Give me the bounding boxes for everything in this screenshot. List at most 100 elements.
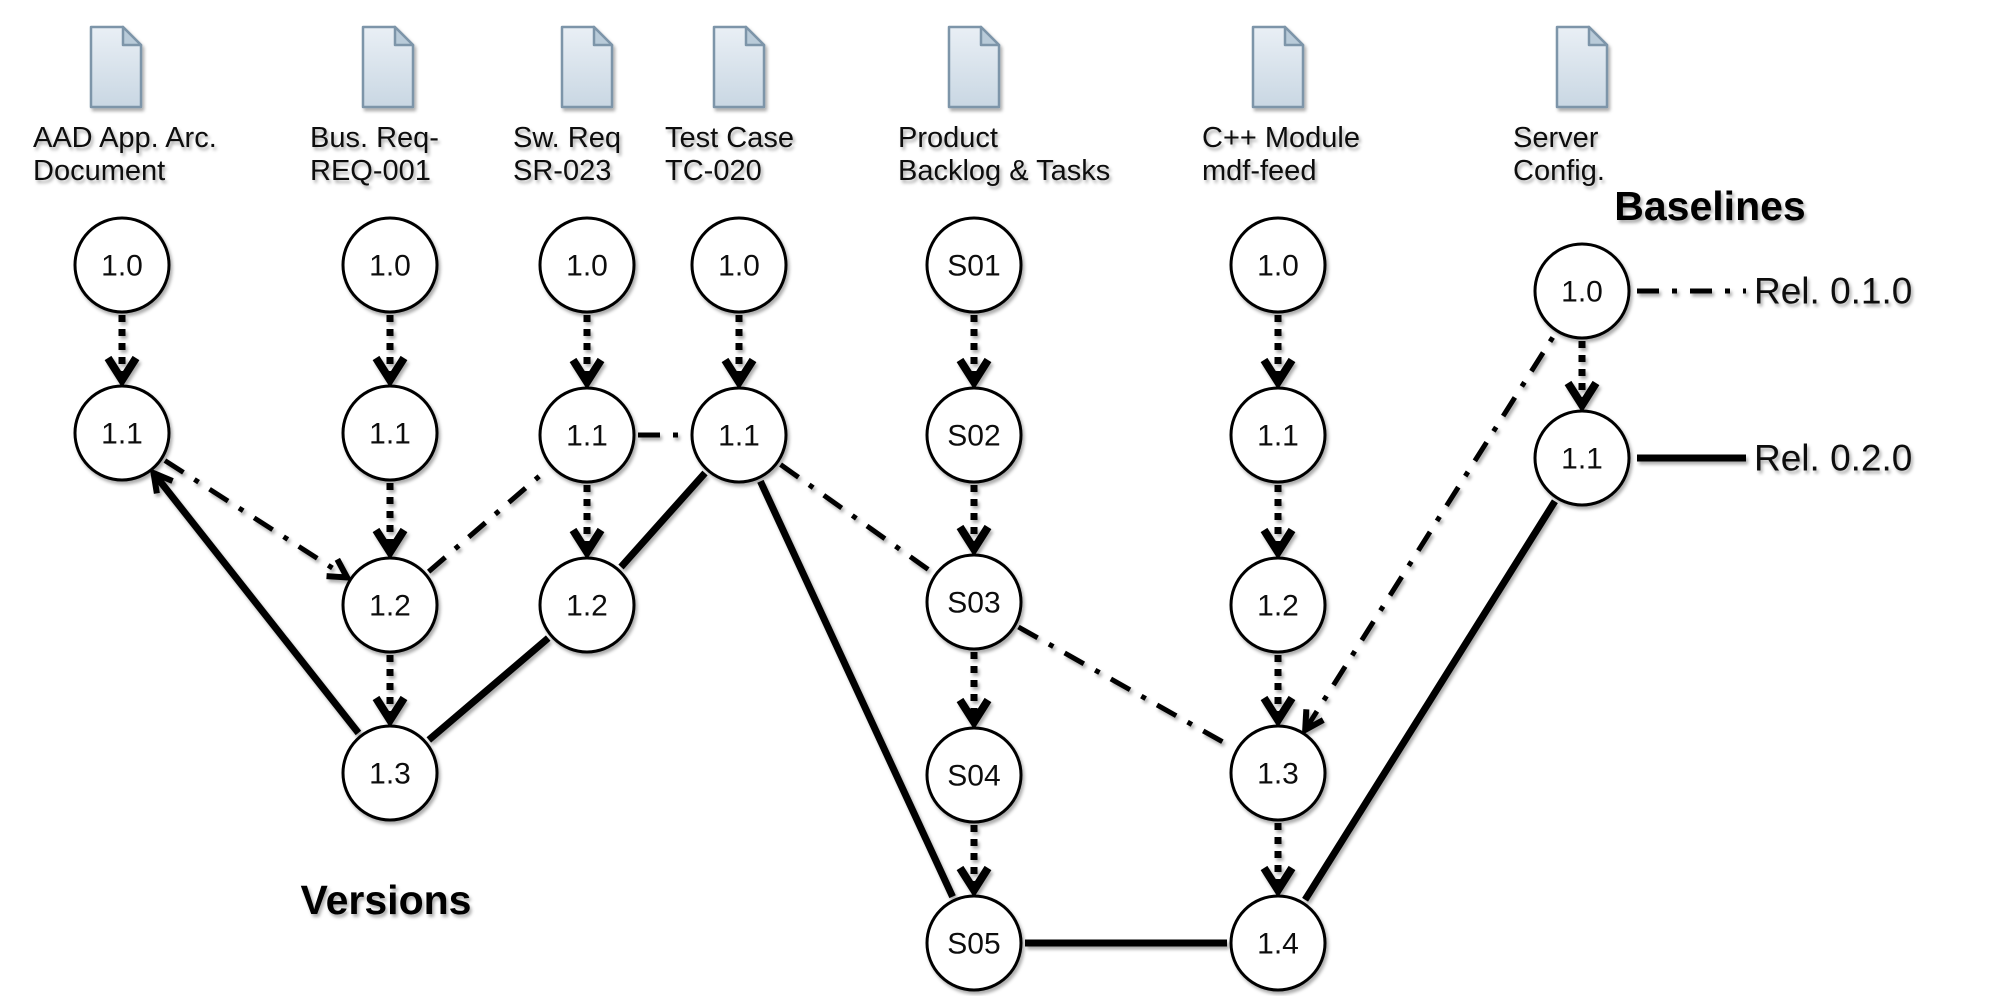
version-node-circle	[341, 556, 439, 654]
edges-layer	[104, 315, 1600, 947]
version-node-bus-1.0: 1.0	[341, 216, 439, 314]
document-page-shape	[361, 25, 415, 109]
version-node-circle	[925, 726, 1023, 824]
document-page-shape	[1251, 25, 1305, 109]
version-node-srv-1.1: 1.1	[1533, 409, 1631, 507]
version-node-label: S04	[947, 760, 1000, 793]
baselines-heading: Baselines	[1614, 183, 1805, 229]
version-node-tc-1.1: 1.1	[690, 386, 788, 484]
version-node-bus-1.2: 1.2	[341, 556, 439, 654]
version-node-circle	[341, 724, 439, 822]
version-node-circle	[925, 553, 1023, 651]
artifact-label-srv-line2: Config.	[1513, 155, 1605, 187]
baseline-edge-solid-cpp-1.4-srv-1.1	[1302, 499, 1558, 902]
version-node-label: 1.0	[1257, 250, 1299, 283]
version-node-circle	[538, 386, 636, 484]
baseline-edge-solid-tc-1.1-prod-S05	[757, 479, 956, 899]
versions-heading: Versions	[301, 877, 472, 923]
version-node-bus-1.1: 1.1	[341, 384, 439, 482]
baseline-edge-dashdot-bus-1.2-sw-1.1	[426, 466, 551, 574]
version-node-prod-S02: S02	[925, 386, 1023, 484]
version-node-label: S05	[947, 928, 1000, 961]
artifact-label-sw-line2: SR-023	[513, 155, 611, 187]
legend-label-rel-0-1-0: Rel. 0.1.0	[1754, 271, 1912, 312]
version-node-circle	[925, 386, 1023, 484]
document-page-shape	[1555, 25, 1609, 109]
version-node-circle	[73, 384, 171, 482]
version-node-prod-S01: S01	[925, 216, 1023, 314]
baseline-edge-dashdot-cpp-1.3-srv-1.0	[1301, 332, 1557, 736]
document-icon	[361, 25, 415, 109]
document-page-shape	[89, 25, 143, 109]
version-node-sw-1.1: 1.1	[538, 386, 636, 484]
version-node-label: 1.1	[101, 418, 143, 451]
version-node-label: 1.0	[718, 250, 760, 283]
artifact-label-cpp-line2: mdf-feed	[1202, 155, 1316, 187]
version-node-label: 1.2	[1257, 590, 1299, 623]
version-node-prod-S04: S04	[925, 726, 1023, 824]
nodes-layer: 1.0 1.1 1.0 1.1 1.2 1.3 1.0 1.1 1.2 1.0 1.1 S01S02S…	[73, 216, 1631, 992]
version-node-aad-1.0: 1.0	[73, 216, 171, 314]
version-node-circle	[1533, 409, 1631, 507]
version-node-aad-1.1: 1.1	[73, 384, 171, 482]
version-node-sw-1.0: 1.0	[538, 216, 636, 314]
artifact-label-srv-line1: Server	[1513, 122, 1599, 154]
version-node-label: 1.2	[369, 590, 411, 623]
document-icon	[89, 25, 143, 109]
version-node-srv-1.0: 1.0	[1533, 242, 1631, 340]
version-node-circle	[925, 894, 1023, 992]
version-node-label: 1.4	[1257, 928, 1299, 961]
version-node-circle	[341, 384, 439, 482]
baseline-edge-dashdot-tc-1.1-prod-S03	[779, 462, 934, 575]
artifact-label-bus-line1: Bus. Req-	[310, 122, 439, 154]
version-node-label: S01	[947, 250, 1000, 283]
version-node-cpp-1.2: 1.2	[1229, 556, 1327, 654]
version-node-cpp-1.3: 1.3	[1229, 724, 1327, 822]
version-node-cpp-1.1: 1.1	[1229, 386, 1327, 484]
version-node-circle	[538, 216, 636, 314]
document-page-shape	[560, 25, 614, 109]
baseline-edge-dashdot-aad-1.1-bus-1.2	[163, 458, 353, 581]
document-page-shape	[947, 25, 1001, 109]
artifact-label-bus-line2: REQ-001	[310, 155, 431, 187]
version-node-label: 1.1	[1561, 443, 1603, 476]
version-node-label: 1.3	[1257, 758, 1299, 791]
document-fold-corner	[1283, 25, 1305, 47]
artifact-label-sw-line1: Sw. Req	[513, 122, 621, 154]
version-node-prod-S05: S05	[925, 894, 1023, 992]
version-node-circle	[1229, 386, 1327, 484]
version-node-label: 1.1	[718, 420, 760, 453]
artifact-label-prod-line2: Backlog & Tasks	[898, 155, 1110, 187]
document-icon	[560, 25, 614, 109]
document-icon	[712, 25, 766, 109]
document-fold-corner	[1587, 25, 1609, 47]
version-node-label: 1.3	[369, 758, 411, 791]
baseline-edge-solid-sw-1.2-tc-1.1	[618, 470, 708, 570]
document-fold-corner	[744, 25, 766, 47]
version-node-circle	[1229, 724, 1327, 822]
version-node-sw-1.2: 1.2	[538, 556, 636, 654]
version-node-circle	[1533, 242, 1631, 340]
version-node-circle	[1229, 216, 1327, 314]
document-fold-corner	[121, 25, 143, 47]
document-icon	[1251, 25, 1305, 109]
version-node-label: 1.0	[369, 250, 411, 283]
version-node-circle	[925, 216, 1023, 314]
version-node-label: S03	[947, 587, 1000, 620]
icons-layer	[89, 25, 1609, 109]
version-node-label: 1.0	[101, 250, 143, 283]
version-node-label: S02	[947, 420, 1000, 453]
version-node-circle	[73, 216, 171, 314]
version-node-bus-1.3: 1.3	[341, 724, 439, 822]
version-node-circle	[690, 386, 788, 484]
document-fold-corner	[979, 25, 1001, 47]
version-node-circle	[690, 216, 788, 314]
baseline-edge-solid-bus-1.3-aad-1.1	[149, 468, 362, 736]
artifact-label-aad-line2: Document	[33, 155, 165, 187]
legend-label-rel-0-2-0: Rel. 0.2.0	[1754, 438, 1912, 479]
artifact-label-tc-line1: Test Case	[665, 122, 794, 154]
document-page-shape	[712, 25, 766, 109]
baseline-edge-dashdot-prod-S03-cpp-1.3	[1017, 624, 1235, 751]
legend-lines-layer	[1637, 288, 1746, 462]
